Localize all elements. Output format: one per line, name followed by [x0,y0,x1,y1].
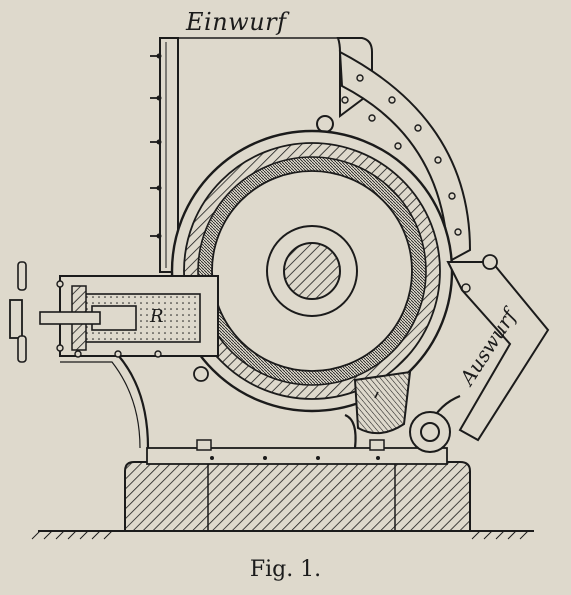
label-einwurf: Einwurf [186,8,287,36]
foundation-block [124,439,471,532]
scraper-segment [353,370,412,435]
grinding-drum [170,129,454,413]
label-part-r: R [150,306,164,327]
discharge-chute [446,254,550,442]
upper-casing [316,50,472,264]
figure-caption: Fig. 1. [249,557,322,582]
pulley-wheel [193,366,451,453]
press-cylinder [9,261,219,363]
ground-line [31,530,534,540]
